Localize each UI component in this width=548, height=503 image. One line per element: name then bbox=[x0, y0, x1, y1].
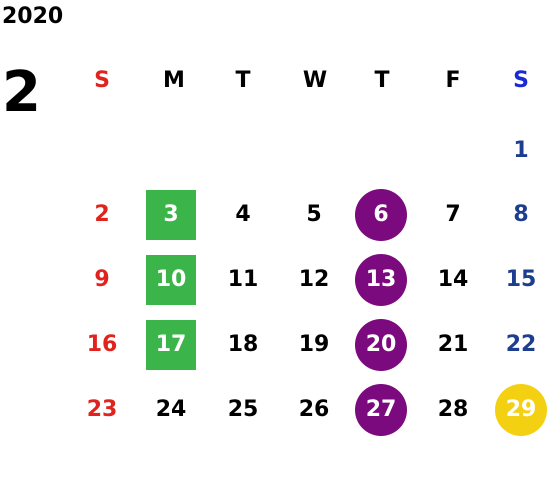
calendar-day-friday[interactable]: 14 bbox=[437, 267, 469, 292]
calendar-day-saturday[interactable]: 8 bbox=[513, 202, 529, 227]
calendar-day-monday[interactable]: 10 bbox=[146, 255, 196, 305]
weekday-header-saturday: S bbox=[513, 68, 529, 93]
calendar-day-sunday[interactable]: 16 bbox=[86, 332, 118, 357]
weekday-header-row: S M T W T F S bbox=[0, 64, 548, 98]
calendar-day-sunday[interactable]: 23 bbox=[86, 397, 118, 422]
calendar-day-tuesday[interactable]: 25 bbox=[227, 397, 259, 422]
weekday-header-thursday: T bbox=[374, 68, 390, 93]
calendar-day-monday[interactable]: 24 bbox=[155, 397, 187, 422]
weekday-header-wednesday: W bbox=[302, 68, 328, 93]
calendar-day-sunday[interactable]: 9 bbox=[94, 267, 110, 292]
calendar-day-thursday[interactable]: 27 bbox=[355, 384, 407, 436]
calendar-day-tuesday[interactable]: 4 bbox=[235, 202, 251, 227]
calendar-day-wednesday[interactable]: 12 bbox=[298, 267, 330, 292]
calendar-day-tuesday[interactable]: 11 bbox=[227, 267, 259, 292]
calendar-day-monday[interactable]: 17 bbox=[146, 320, 196, 370]
calendar-day-thursday[interactable]: 13 bbox=[355, 254, 407, 306]
calendar-day-saturday[interactable]: 22 bbox=[505, 332, 537, 357]
calendar-day-saturday[interactable]: 29 bbox=[495, 384, 547, 436]
calendar-day-friday[interactable]: 7 bbox=[445, 202, 461, 227]
calendar-day-thursday[interactable]: 20 bbox=[355, 319, 407, 371]
weekday-header-tuesday: T bbox=[235, 68, 251, 93]
calendar-day-friday[interactable]: 21 bbox=[437, 332, 469, 357]
calendar-day-monday[interactable]: 3 bbox=[146, 190, 196, 240]
calendar-day-saturday[interactable]: 15 bbox=[505, 267, 537, 292]
weekday-header-sunday: S bbox=[94, 68, 110, 93]
calendar-day-wednesday[interactable]: 5 bbox=[306, 202, 322, 227]
weekday-header-monday: M bbox=[163, 68, 185, 93]
calendar-day-sunday[interactable]: 2 bbox=[94, 202, 110, 227]
calendar-month: 2 bbox=[2, 60, 41, 125]
calendar-day-wednesday[interactable]: 19 bbox=[298, 332, 330, 357]
weekday-header-friday: F bbox=[445, 68, 461, 93]
calendar-day-wednesday[interactable]: 26 bbox=[298, 397, 330, 422]
calendar-day-tuesday[interactable]: 18 bbox=[227, 332, 259, 357]
calendar-day-saturday[interactable]: 1 bbox=[513, 138, 529, 163]
calendar-day-friday[interactable]: 28 bbox=[437, 397, 469, 422]
calendar-year: 2020 bbox=[2, 4, 64, 29]
calendar-day-thursday[interactable]: 6 bbox=[355, 189, 407, 241]
